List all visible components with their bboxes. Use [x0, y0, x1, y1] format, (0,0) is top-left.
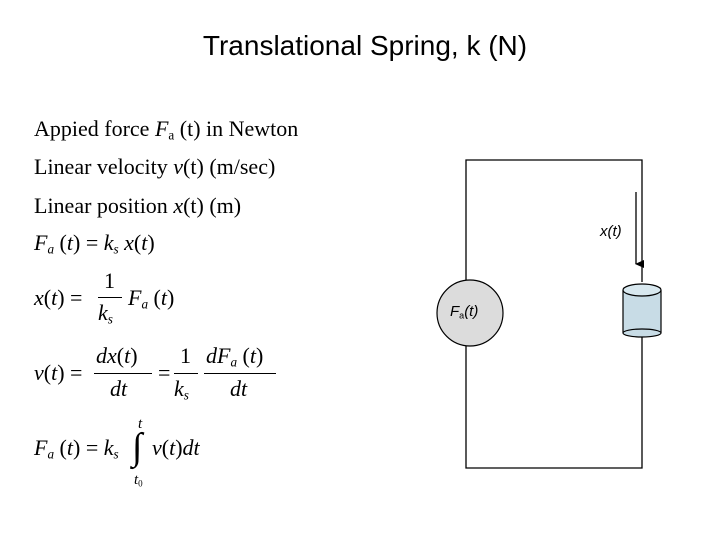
spring-cylinder-icon	[622, 283, 662, 338]
integrand: v(t)dt	[152, 435, 200, 460]
equation-velocity: v(t) =	[34, 360, 83, 385]
equation-integral: Fa (t) = ks	[34, 435, 119, 462]
fraction-denominator: dt	[110, 376, 128, 401]
force-label: Fa(t)	[450, 303, 479, 321]
fraction-denominator: ks	[98, 300, 113, 327]
fraction-numerator: dFa (t)	[206, 343, 264, 370]
definition-force: Appied force Fa (t) in Newton	[34, 116, 299, 143]
fraction-numerator: 1	[104, 268, 115, 293]
equation-hooke: Fa (t) = ks x(t)	[34, 230, 155, 257]
equation-position: x(t) =	[34, 285, 83, 310]
position-label: x(t)	[600, 223, 622, 240]
fraction-denominator: dt	[230, 376, 248, 401]
integral-lower-limit: t0	[134, 472, 143, 489]
definition-velocity: Linear velocity v(t) (m/sec)	[34, 154, 276, 179]
equation-position-rhs: Fa (t)	[128, 285, 175, 312]
fraction-bar	[94, 373, 152, 374]
slide-title: Translational Spring, k (N)	[202, 30, 528, 61]
fraction-bar	[204, 373, 276, 374]
definition-position: Linear position x(t) (m)	[34, 193, 242, 218]
force-source-circle	[436, 279, 504, 347]
loop-wire-bottom	[465, 334, 643, 469]
integral-sign: ∫	[132, 426, 143, 468]
fraction-bar	[98, 297, 122, 298]
fraction-numerator: 1	[180, 343, 191, 368]
equals-sign: =	[158, 360, 171, 385]
integral-upper-limit: t	[138, 416, 143, 432]
fraction-denominator: ks	[174, 376, 189, 403]
fraction-bar	[174, 373, 198, 374]
fraction-numerator: dx(t)	[96, 343, 138, 368]
